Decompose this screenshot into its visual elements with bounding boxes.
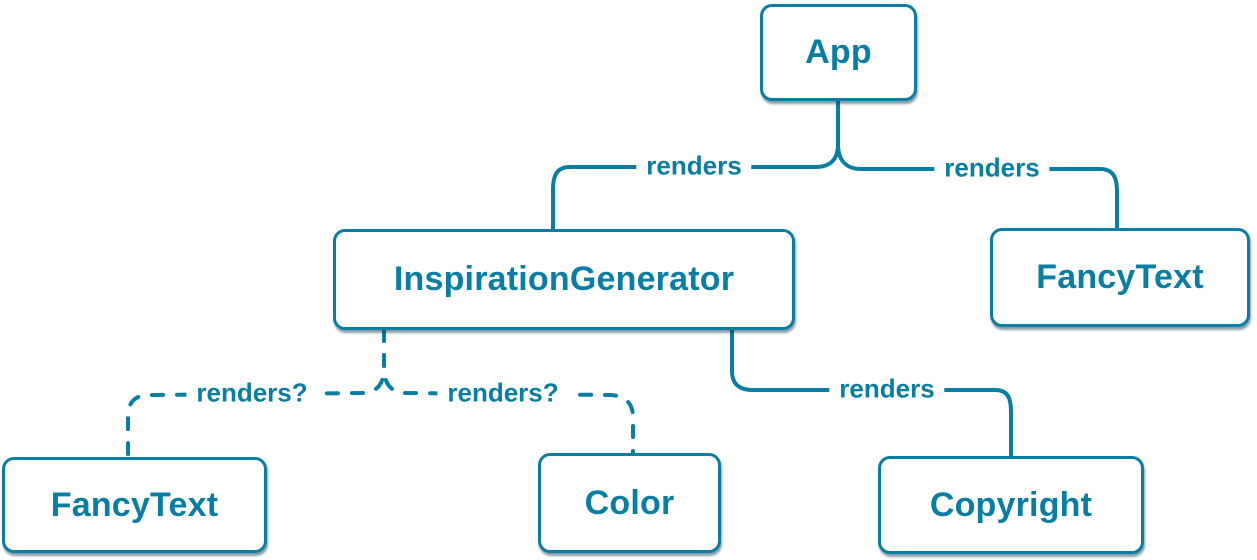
edge-label-renders-app-fancytext: renders xyxy=(934,151,1050,185)
edge-label-renders-copyright: renders xyxy=(829,372,945,406)
edge-label-renders-app-inspirationgenerator: renders xyxy=(636,149,752,183)
node-app: App xyxy=(760,4,917,101)
node-inspiration-generator: InspirationGenerator xyxy=(333,229,795,330)
node-color: Color xyxy=(538,453,721,553)
node-fancy-text-bottom-label: FancyText xyxy=(50,485,219,524)
node-fancy-text-top-label: FancyText xyxy=(1036,258,1204,296)
edge-label-renders-question-color: renders? xyxy=(437,376,569,410)
node-fancy-text-top: FancyText xyxy=(990,228,1250,327)
node-fancy-text-bottom: FancyText xyxy=(2,457,267,553)
node-inspiration-generator-label: InspirationGenerator xyxy=(393,260,735,298)
node-copyright-label: Copyright xyxy=(929,485,1093,524)
node-app-label: App xyxy=(805,33,872,71)
node-copyright: Copyright xyxy=(878,456,1144,554)
edge-label-renders-question-fancytext: renders? xyxy=(186,376,318,410)
node-color-label: Color xyxy=(584,483,675,522)
